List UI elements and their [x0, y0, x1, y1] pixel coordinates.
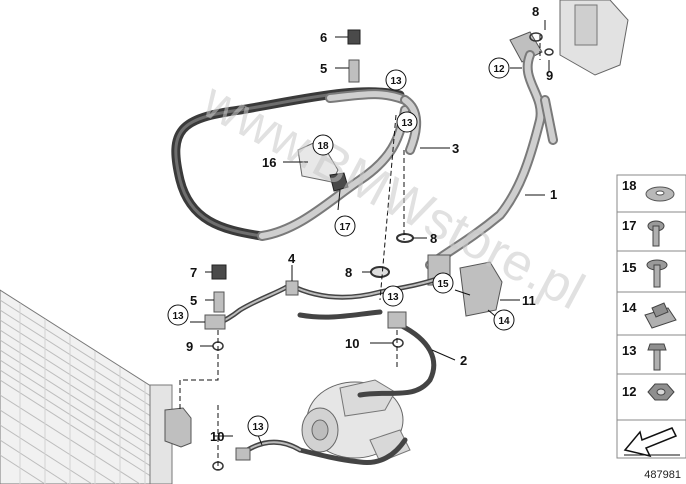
- svg-text:14: 14: [622, 300, 637, 315]
- callout-5-top: 5: [320, 61, 327, 76]
- callout-9-lower: 9: [186, 339, 193, 354]
- condenser: [0, 289, 192, 484]
- svg-text:13: 13: [172, 311, 184, 322]
- circled-callout-13-left: 13: [167, 304, 189, 326]
- legend-row-17: 17: [622, 218, 665, 247]
- clip-nut-icon: [644, 302, 677, 329]
- callout-numbers: 6 5 8 9 3 1 16 8 8 4 7 5 9 10 2 11 10: [186, 4, 557, 444]
- svg-text:18: 18: [317, 141, 329, 152]
- parts-legend: 18 17 15 14 13: [616, 174, 686, 459]
- svg-text:14: 14: [498, 316, 510, 327]
- circled-callout-17: 17: [334, 215, 356, 237]
- svg-text:17: 17: [622, 218, 636, 233]
- callout-1: 1: [550, 187, 557, 202]
- svg-text:13: 13: [387, 292, 399, 303]
- callout-10-middle: 10: [345, 336, 359, 351]
- callout-7: 7: [190, 265, 197, 280]
- callout-16: 16: [262, 155, 276, 170]
- collar-screw-icon: [646, 259, 668, 288]
- circled-callouts: 13 13 12 18 17 15 14 13: [167, 57, 515, 437]
- legend-row-15: 15: [622, 259, 668, 288]
- assembly-guide-lines: [179, 35, 541, 470]
- svg-text:18: 18: [622, 178, 636, 193]
- svg-text:13: 13: [401, 118, 413, 129]
- hex-nut-icon: [647, 383, 675, 401]
- legend-row-12: 12: [622, 383, 675, 401]
- circled-callout-13-bottom: 13: [247, 415, 269, 437]
- watermark-text: www.BMWstore.pl: [193, 71, 594, 321]
- torx-bolt-icon: [647, 220, 665, 247]
- callout-4: 4: [288, 251, 296, 266]
- circled-callout-14: 14: [493, 309, 515, 331]
- callout-5-lower: 5: [190, 293, 197, 308]
- svg-text:13: 13: [252, 422, 264, 433]
- svg-text:17: 17: [339, 222, 351, 233]
- svg-text:13: 13: [622, 343, 636, 358]
- callout-8-middle: 8: [430, 231, 437, 246]
- legend-row-13: 13: [622, 343, 667, 371]
- leader-lines: [190, 20, 550, 446]
- hex-bolt-icon: [647, 343, 667, 371]
- callout-11: 11: [522, 293, 536, 308]
- circled-callout-18: 18: [312, 134, 334, 156]
- orientation-arrow-icon: [616, 419, 686, 459]
- circled-callout-15: 15: [432, 272, 454, 294]
- callout-3: 3: [452, 141, 459, 156]
- callout-9-top: 9: [546, 68, 553, 83]
- callout-2: 2: [460, 353, 467, 368]
- callout-8-lower: 8: [345, 265, 352, 280]
- callout-6: 6: [320, 30, 327, 45]
- svg-text:15: 15: [622, 260, 636, 275]
- svg-text:13: 13: [390, 76, 402, 87]
- circled-callout-13-pipe: 13: [396, 111, 418, 133]
- expansion-valve-housing: [509, 0, 629, 76]
- callout-8-top: 8: [532, 4, 539, 19]
- ac-compressor: [301, 379, 411, 463]
- circled-callout-12: 12: [488, 57, 510, 79]
- catalog-number: 487981: [644, 469, 681, 481]
- circled-callout-13-middle: 13: [382, 285, 404, 307]
- svg-text:12: 12: [622, 384, 636, 399]
- legend-row-14: 14: [622, 300, 677, 329]
- callout-10-lower: 10: [210, 429, 224, 444]
- svg-text:15: 15: [437, 279, 449, 290]
- circled-callout-13-top: 13: [385, 69, 407, 91]
- legend-row-18: 18: [622, 178, 675, 202]
- svg-text:12: 12: [493, 64, 505, 75]
